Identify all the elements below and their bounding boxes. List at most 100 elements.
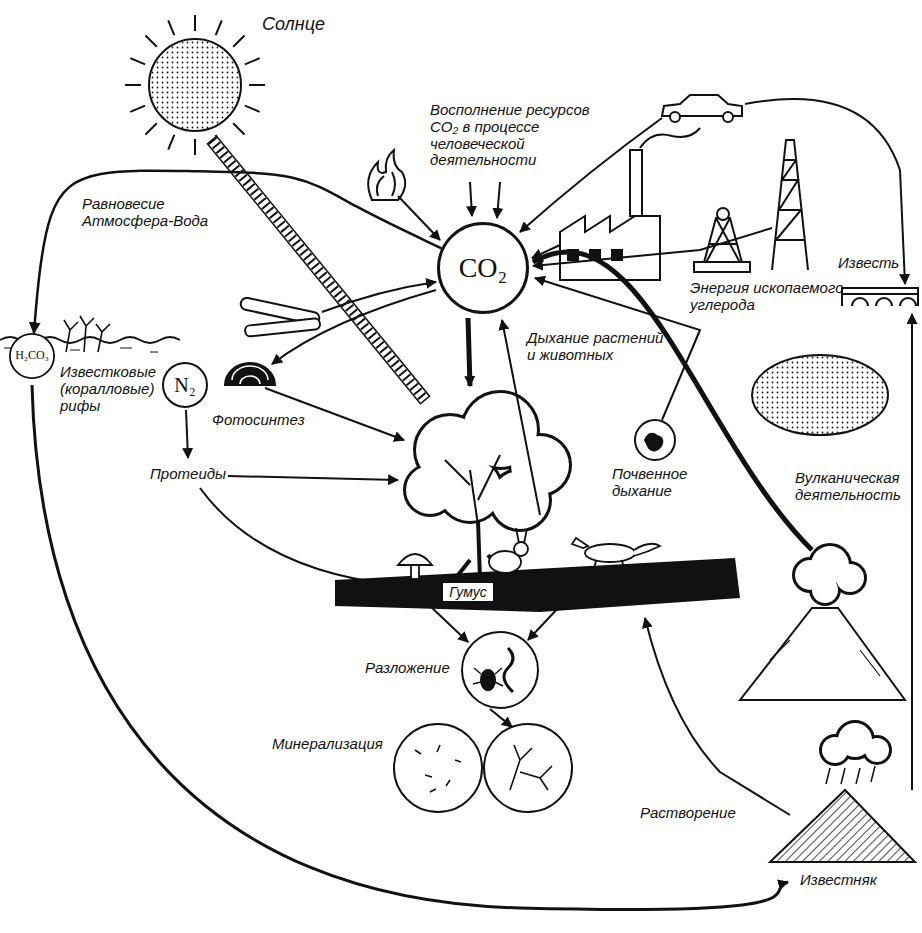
flow-arrow [468, 318, 470, 386]
carbon-dioxide-circle: CO₂ [437, 222, 529, 314]
material-label: Известковые (коралловые) рифы [60, 364, 158, 414]
flow-arrow [520, 118, 662, 232]
flow-arrow [528, 606, 560, 640]
limestone-hill [770, 722, 915, 862]
flow-arrow [272, 290, 436, 364]
tree-crown [406, 466, 454, 514]
mine-headframe [694, 262, 750, 272]
material-label: Известняк [800, 872, 900, 889]
mineralization-circles [510, 745, 552, 790]
process-label: Почвенное дыхание [612, 466, 707, 500]
factory-symbol [630, 150, 642, 216]
mineralization-circles [484, 724, 572, 812]
connector-arrow [34, 171, 442, 333]
volcano-symbol [812, 577, 838, 603]
burning-logs [240, 297, 321, 337]
humus-box: Гумус [442, 582, 493, 602]
node-text: H₂CO₃ [15, 349, 49, 363]
node-text: N₂ [174, 374, 195, 397]
flow-arrow [533, 252, 812, 550]
decomposition-circle [473, 668, 503, 686]
rabbit-symbol [489, 528, 528, 573]
limestone-hill [826, 766, 875, 784]
carbonic-acid-circle: H₂CO₃ [9, 333, 55, 379]
limestone-hill [770, 790, 915, 862]
sun-symbol [149, 39, 241, 131]
soil-layer [335, 558, 740, 612]
mushroom-symbol [398, 554, 432, 579]
fire-symbol [377, 172, 395, 196]
mineralization-circles [394, 724, 572, 812]
sunlight-beam [207, 136, 429, 404]
soil-microbe [635, 420, 675, 460]
sun-symbol [125, 15, 265, 155]
fox-symbol [594, 560, 624, 570]
process-label: Минерализация [272, 736, 392, 753]
mineralization-circles [394, 724, 482, 812]
fire-symbol [368, 150, 405, 200]
photosynthesis-sprout [225, 363, 275, 385]
oil-derrick [772, 140, 808, 270]
factory-symbol [640, 128, 700, 148]
decomposition-circle [481, 670, 495, 690]
node-text: CO₂ [459, 252, 508, 284]
fox-symbol [572, 538, 660, 570]
soil-microbe [645, 434, 662, 451]
flow-arrow [533, 228, 772, 266]
volcano-symbol [795, 546, 864, 603]
car-symbol [670, 112, 680, 122]
tree-crown [405, 392, 570, 530]
volcano-symbol [794, 545, 865, 604]
circle-outline [439, 224, 528, 313]
process-label: Энергия ископаемого углерода [690, 280, 865, 314]
fox-symbol [572, 538, 588, 548]
limestone-hill [822, 723, 889, 763]
soil-microbe [635, 420, 675, 460]
flow-arrow [32, 99, 912, 910]
decomposition-circle [462, 632, 538, 708]
photosynthesis-sprout [240, 376, 260, 384]
coal-deposit [752, 355, 888, 435]
lime-bridge [842, 288, 918, 306]
title-label: Солнце [262, 14, 362, 34]
flow-arrow [228, 476, 398, 480]
lime-bridge [842, 288, 918, 306]
fire-symbol [368, 150, 405, 200]
limestone-hill [865, 738, 889, 762]
circle-outline [10, 334, 54, 378]
process-label: Дыхание растений и животных [527, 330, 667, 364]
process-label: Восполнение ресурсов CO₂ в процессе чело… [430, 102, 615, 169]
tree-crown [406, 393, 569, 529]
flow-arrow [200, 488, 395, 585]
rabbit-symbol [516, 528, 527, 543]
limestone-hill [821, 722, 890, 764]
fox-symbol [634, 544, 660, 556]
mineralization-circles [415, 745, 461, 792]
sunlight-beam [207, 136, 429, 404]
car-symbol [723, 112, 733, 122]
photosynthesis-sprout [232, 366, 268, 380]
flow-arrow [490, 709, 512, 727]
flow-arrow [32, 385, 788, 910]
edge-label: Равновесие Атмосфера-Вода [80, 196, 214, 230]
node-text: Гумус [449, 584, 486, 600]
coal-deposit [752, 355, 888, 435]
process-label: Растворение [640, 805, 740, 822]
flow-arrow [186, 410, 188, 458]
coral-reef [64, 316, 110, 352]
tree-crown [445, 455, 500, 525]
flow-arrow [911, 314, 913, 790]
volcano-symbol [770, 640, 880, 676]
tree-crown [491, 471, 549, 529]
volcano-symbol [740, 608, 905, 700]
car-symbol [662, 95, 742, 122]
rabbit-symbol [514, 542, 528, 556]
process-label: Фотосинтез [212, 412, 312, 429]
flow-arrow [470, 182, 472, 216]
oil-derrick [772, 140, 808, 270]
flow-arrow [398, 196, 440, 240]
decomposition-circle [462, 632, 538, 708]
mine-headframe [717, 208, 729, 220]
